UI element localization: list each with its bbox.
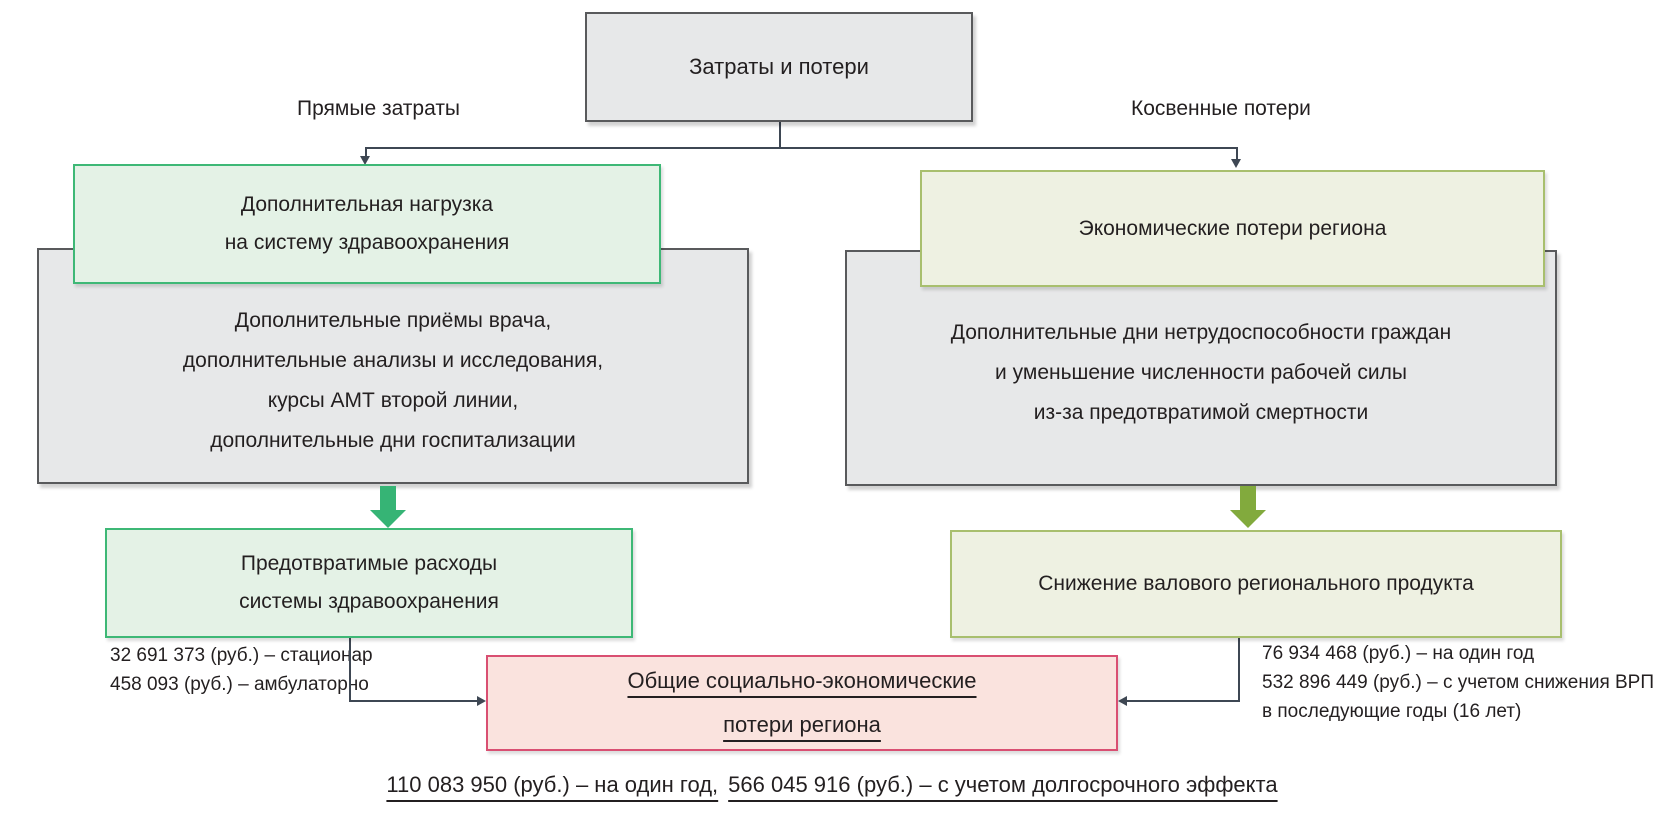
detail-line: из-за предотвратимой смертности <box>1033 401 1369 424</box>
connector-left-drop <box>365 147 367 157</box>
total-losses-box: Общие социально-экономические потери рег… <box>486 655 1118 751</box>
arrowhead-down-left-icon <box>360 156 370 165</box>
direct-result-line: Предотвратимые расходы <box>240 552 498 575</box>
amount-line: 458 093 (руб.) – амбулаторно <box>110 674 369 695</box>
detail-line: дополнительные анализы и исследования, <box>182 349 604 372</box>
arrowhead-right-icon <box>477 696 486 706</box>
block-arrow-down-right-head-icon <box>1230 510 1266 528</box>
arrowhead-down-right-icon <box>1231 159 1241 168</box>
branch-label-indirect: Косвенные потери <box>1131 97 1311 120</box>
indirect-burden-line: Экономические потери региона <box>1078 216 1387 240</box>
indirect-result-box: Снижение валового регионального продукта <box>950 530 1562 638</box>
footer-total-long-term: 566 045 916 (руб.) – с учетом долгосрочн… <box>728 772 1278 797</box>
amount-line: 32 691 373 (руб.) – стационар <box>110 645 373 666</box>
connector-indirect-total-horizontal <box>1127 700 1240 702</box>
indirect-amounts: 76 934 468 (руб.) – на один год 532 896 … <box>1262 639 1654 726</box>
direct-details-box: Дополнительные приёмы врача, дополнитель… <box>37 248 749 484</box>
amount-line: в последующие годы (16 лет) <box>1262 701 1522 722</box>
detail-line: дополнительные дни госпитализации <box>210 429 576 452</box>
root-box: Затраты и потери <box>585 12 973 122</box>
connector-branch-horizontal <box>366 147 1238 149</box>
block-arrow-down-left-head-icon <box>370 510 406 528</box>
indirect-burden-box: Экономические потери региона <box>920 170 1545 287</box>
direct-amounts: 32 691 373 (руб.) – стационар 458 093 (р… <box>110 641 373 699</box>
arrowhead-left-icon <box>1118 696 1127 706</box>
connector-direct-total-stem <box>349 638 351 702</box>
detail-line: Дополнительные приёмы врача, <box>234 309 552 332</box>
direct-burden-line: Дополнительная нагрузка <box>240 193 494 216</box>
amount-line: 532 896 449 (руб.) – с учетом снижения В… <box>1262 672 1655 693</box>
block-arrow-down-left-icon <box>380 486 396 510</box>
connector-root-stem <box>779 122 781 148</box>
total-losses-line: Общие социально-экономические <box>627 668 977 693</box>
indirect-details-box: Дополнительные дни нетрудоспособности гр… <box>845 250 1557 486</box>
indirect-result-line: Снижение валового регионального продукта <box>1038 572 1474 595</box>
direct-result-box: Предотвратимые расходы системы здравоохр… <box>105 528 633 638</box>
connector-indirect-total-stem <box>1238 638 1240 702</box>
branch-label-direct: Прямые затраты <box>297 97 461 120</box>
direct-result-line: системы здравоохранения <box>239 590 499 613</box>
footer-totals: 110 083 950 (руб.) – на один год, 566 04… <box>0 772 1664 798</box>
block-arrow-down-right-icon <box>1240 486 1256 510</box>
direct-burden-line: на систему здравоохранения <box>224 231 510 254</box>
amount-line: 76 934 468 (руб.) – на один год <box>1262 643 1535 664</box>
footer-total-one-year: 110 083 950 (руб.) – на один год, <box>386 772 719 797</box>
connector-right-drop <box>1236 147 1238 160</box>
total-losses-line: потери региона <box>723 712 881 737</box>
direct-burden-box: Дополнительная нагрузка на систему здрав… <box>73 164 661 284</box>
root-box-label: Затраты и потери <box>689 54 869 79</box>
detail-line: курсы АМТ второй линии, <box>267 389 519 412</box>
connector-direct-total-horizontal <box>349 700 479 702</box>
detail-line: и уменьшение численности рабочей силы <box>995 361 1407 384</box>
detail-line: Дополнительные дни нетрудоспособности гр… <box>950 321 1452 344</box>
